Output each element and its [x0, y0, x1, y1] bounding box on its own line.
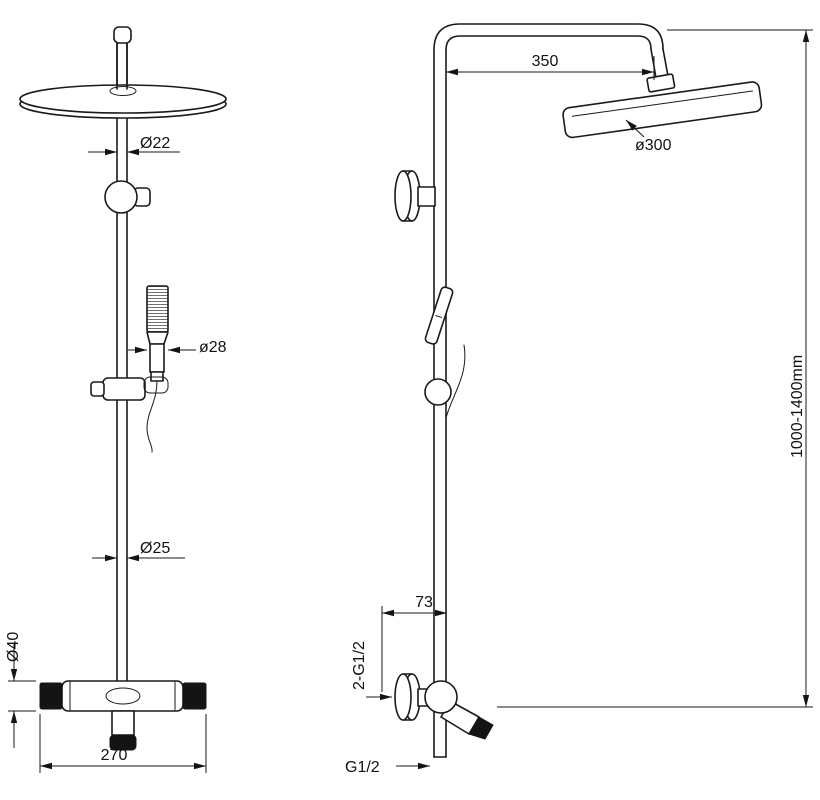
dim-head-dia: ø300: [625, 119, 672, 154]
valve-side: [394, 673, 494, 740]
mixer-valve-front: [39, 680, 207, 751]
dim-height-range: 1000-1400mm: [497, 29, 813, 708]
hand-shower-holder-ring: [143, 376, 169, 394]
dim-label-height-range: 1000-1400mm: [789, 355, 806, 458]
shower-disc-top: [19, 84, 227, 114]
slider-clamp: [102, 377, 146, 401]
riser-pipe-front: [116, 42, 128, 682]
pipe-top-cap: [113, 26, 132, 44]
spout-tip: [468, 716, 494, 740]
mixer-spout-neck: [111, 710, 135, 736]
hand-shower-hose: [146, 380, 158, 453]
front-view: Ø22 ø28 Ø25 Ø40 270: [5, 26, 227, 773]
hand-shower-head: [146, 285, 169, 333]
dim-label-pipe-top-dia: Ø22: [140, 135, 170, 152]
hand-shower-handle: [149, 343, 165, 373]
mixer-right-handle: [182, 682, 207, 710]
dim-label-head-dia: ø300: [635, 137, 672, 154]
dim-label-hand-shower-dia: ø28: [199, 339, 227, 356]
dim-outlet-thread: G1/2: [345, 759, 430, 776]
bracket-ring: [104, 180, 138, 214]
dim-inlet-thread: 2-G1/2: [351, 641, 392, 701]
dim-label-wall-offset: 73: [415, 594, 433, 611]
dim-label-mixer-body-dia: Ø40: [5, 632, 22, 662]
dim-hand-shower-dia: ø28: [128, 339, 227, 356]
slider-bracket-front: [90, 377, 146, 401]
dim-label-outlet-thread: G1/2: [345, 759, 380, 776]
riser-pipe-side: [433, 23, 676, 758]
hand-shower-hose-side: [445, 344, 466, 419]
hand-shower-front: [143, 285, 169, 453]
dim-pipe-top-dia: Ø22: [88, 135, 180, 156]
slider-clamp-side: [424, 378, 452, 406]
dim-arm-reach: 350: [446, 53, 655, 80]
mixer-spout-tip: [109, 734, 137, 751]
hand-shower-body-side: [424, 286, 454, 345]
top-bend-outer: [433, 23, 664, 51]
dim-label-mixer-width: 270: [101, 747, 128, 764]
hand-shower-neck: [146, 331, 169, 345]
dim-label-arm-reach: 350: [532, 53, 559, 70]
slider-knob: [90, 381, 105, 397]
valve-hub: [424, 680, 458, 714]
wall-bracket-front: [104, 180, 151, 214]
top-bend-inner: [445, 35, 652, 51]
mixer-left-handle: [39, 682, 63, 710]
head-connector-nut: [646, 73, 676, 93]
bracket-arm: [417, 186, 436, 207]
dim-pipe-lower-dia: Ø25: [92, 540, 185, 562]
dim-mixer-width: 270: [39, 714, 207, 773]
dim-mixer-body-dia: Ø40: [5, 632, 36, 748]
overhead-shower-side: [562, 81, 763, 139]
shower-head-slab: [562, 81, 763, 139]
hand-shower-side: [424, 286, 466, 419]
overhead-shower-front: [19, 26, 227, 119]
dim-wall-offset: 73: [381, 594, 447, 692]
wall-bracket-side: [394, 170, 436, 222]
dim-label-inlet-thread: 2-G1/2: [351, 641, 368, 690]
dim-label-pipe-lower-dia: Ø25: [140, 540, 170, 557]
shower-disc-hub: [109, 86, 137, 96]
mixer-badge: [105, 687, 141, 705]
side-view: 350 ø300 73 2-G1/2 G1/2 1000-1400m: [345, 23, 813, 776]
